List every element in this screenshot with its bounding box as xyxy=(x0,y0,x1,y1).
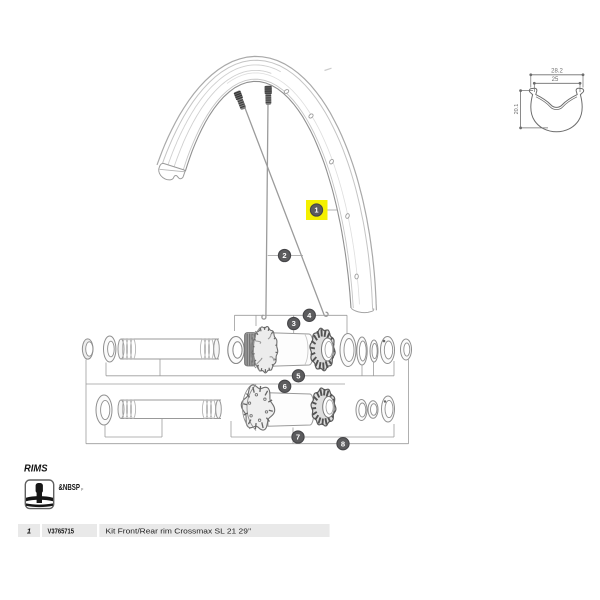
svg-text:6: 6 xyxy=(283,382,287,391)
svg-text:7: 7 xyxy=(296,433,300,442)
svg-text:;:: ;: xyxy=(81,486,84,491)
svg-text:3: 3 xyxy=(292,319,296,328)
svg-text:2: 2 xyxy=(282,251,286,260)
svg-text:5: 5 xyxy=(296,372,301,381)
svg-text:RIMS: RIMS xyxy=(24,464,48,475)
svg-text:25: 25 xyxy=(552,77,559,83)
svg-text:4: 4 xyxy=(307,311,312,320)
svg-text:20.1: 20.1 xyxy=(514,104,520,115)
svg-text:V3765715: V3765715 xyxy=(48,527,75,536)
svg-text:Kit Front/Rear rim Crossmax SL: Kit Front/Rear rim Crossmax SL 21 29’’ xyxy=(106,527,252,536)
svg-text:&NBSP: &NBSP xyxy=(59,482,81,492)
svg-text:1: 1 xyxy=(314,206,319,215)
svg-text:8: 8 xyxy=(341,439,345,448)
svg-text:1: 1 xyxy=(27,527,31,536)
svg-text:28.2: 28.2 xyxy=(551,69,563,75)
